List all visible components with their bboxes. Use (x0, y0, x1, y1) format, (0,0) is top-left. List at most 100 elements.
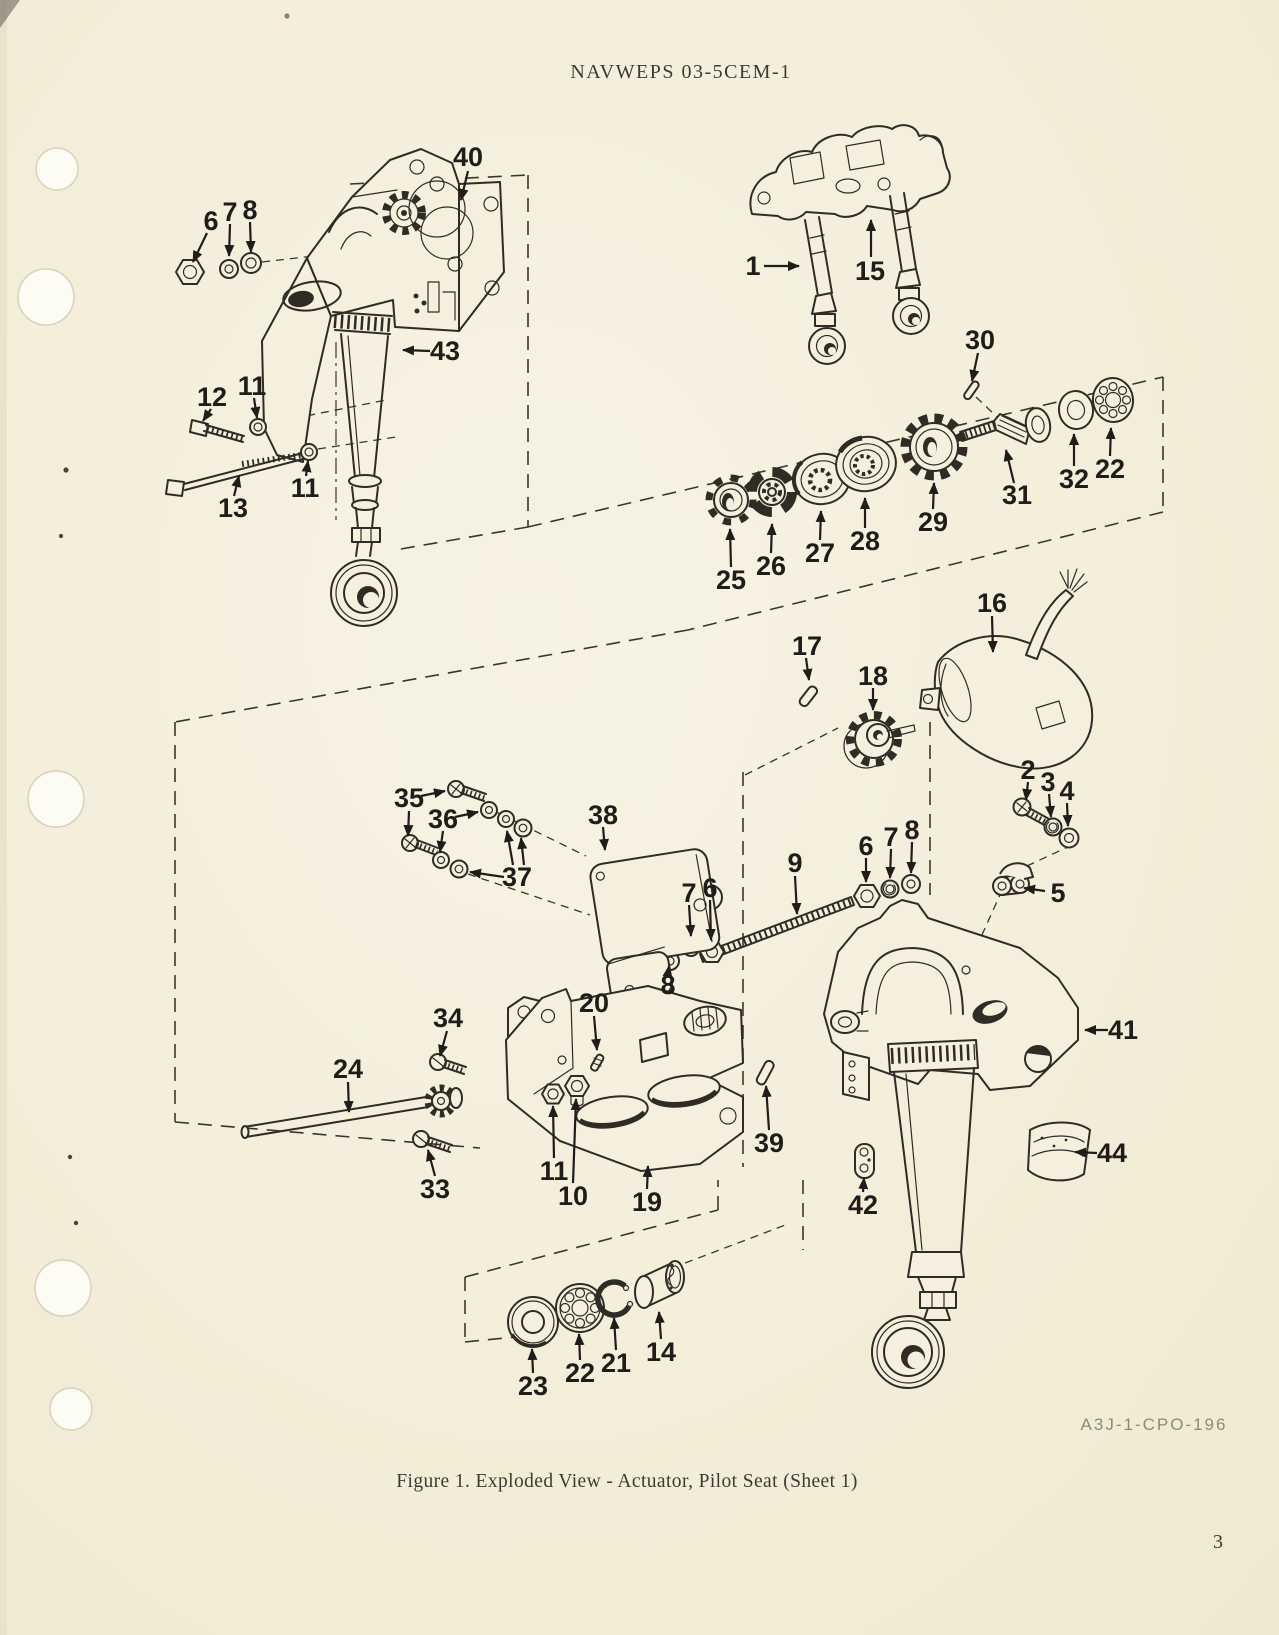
callout-leader-17 (802, 657, 813, 681)
callout-leader-21 (609, 1317, 620, 1351)
callout-leader-29 (928, 482, 939, 510)
callout-label-40: 40 (453, 142, 483, 172)
callout-label-7: 7 (681, 878, 696, 908)
corner-scan-mark (0, 0, 20, 28)
pin-17 (798, 685, 819, 708)
callout-label-6: 6 (858, 831, 873, 861)
callout-leader-39 (761, 1085, 772, 1131)
callout-label-5: 5 (1050, 878, 1065, 908)
callout-leader-33 (426, 1149, 437, 1177)
callout-leader-25 (725, 528, 736, 568)
callout-label-23: 23 (518, 1371, 548, 1401)
page-number: 3 (1213, 1531, 1223, 1553)
callout-label-32: 32 (1059, 464, 1089, 494)
callout-label-20: 20 (579, 988, 609, 1018)
callout-label-11: 11 (291, 473, 320, 503)
washer-23 (507, 1296, 559, 1348)
rod-end-eye (330, 559, 398, 627)
lower-actuator-assembly (823, 899, 1091, 1389)
callout-leader-6 (705, 899, 716, 941)
callout-label-30: 30 (965, 325, 995, 355)
callout-label-16: 16 (977, 588, 1007, 618)
doc-number-header: NAVWEPS 03-5CEM-1 (570, 61, 791, 83)
fitting-5 (992, 862, 1034, 896)
callout-label-22: 22 (565, 1358, 595, 1388)
callout-leader-23 (527, 1348, 538, 1374)
pin-39 (755, 1059, 775, 1086)
callout-label-11: 11 (238, 371, 267, 401)
callout-label-8: 8 (242, 195, 257, 225)
mounting-holes (409, 159, 500, 296)
trim-actuator-assembly (749, 124, 951, 365)
callout-label-1: 1 (745, 251, 760, 281)
washer-32 (1057, 390, 1095, 430)
callout-label-28: 28 (850, 526, 880, 556)
bearing-parts-group (507, 1260, 685, 1348)
callout-label-31: 31 (1002, 480, 1032, 510)
callout-label-6: 6 (702, 873, 717, 903)
mounting-bracket-assembly (240, 985, 775, 1172)
callout-label-3: 3 (1040, 767, 1055, 797)
callout-label-17: 17 (792, 631, 822, 661)
cylinder-lower (871, 1039, 979, 1389)
callout-leader-4 (1062, 802, 1073, 827)
callout-leader-42 (858, 1177, 869, 1193)
hardware-nut-washers (165, 252, 318, 497)
callout-leader-12 (202, 408, 214, 422)
callout-leader-20 (591, 1015, 602, 1051)
callout-leader-16 (987, 615, 998, 653)
nut-11-lower (541, 1083, 565, 1105)
callout-leader-19 (642, 1165, 653, 1190)
callout-label-33: 33 (420, 1174, 450, 1204)
callout-leader-40 (458, 170, 470, 201)
retainer-26 (747, 467, 797, 517)
callout-leader-8 (662, 965, 673, 978)
callout-leader-11 (250, 397, 261, 419)
sleeve-14 (634, 1260, 685, 1309)
callout-leader-44 (1074, 1147, 1098, 1158)
callout-label-34: 34 (433, 1003, 463, 1033)
callout-leader-22 (574, 1333, 585, 1361)
callout-leader-11 (301, 460, 312, 477)
callout-label-8: 8 (660, 970, 675, 1000)
drive-gear (382, 180, 474, 260)
callout-leader-22 (1105, 427, 1116, 457)
callout-leader-3 (1045, 793, 1056, 818)
callout-leader-14 (654, 1311, 665, 1340)
callout-label-22: 22 (1095, 454, 1125, 484)
screw-2-washers-3-4 (1012, 797, 1080, 849)
clutch-parts-chain (705, 377, 1135, 526)
callout-label-37: 37 (502, 862, 532, 892)
callout-label-42: 42 (848, 1190, 878, 1220)
adjust-rod-9 (699, 896, 855, 963)
callout-leader-7 (885, 848, 896, 879)
callout-leader-8 (245, 221, 256, 253)
callout-label-9: 9 (787, 848, 802, 878)
callout-label-4: 4 (1059, 776, 1074, 806)
callout-leader-24 (343, 1081, 354, 1113)
callout-label-44: 44 (1097, 1138, 1127, 1168)
callout-leader-27 (815, 510, 826, 541)
callout-leader-13 (231, 475, 242, 497)
rod-end-eye-lower (871, 1315, 945, 1389)
punch-hole (27, 770, 85, 828)
gear-29 (900, 413, 968, 481)
callout-label-13: 13 (218, 493, 248, 523)
splined-bolt-31 (959, 407, 1052, 445)
screw-35a (447, 780, 487, 802)
callout-label-6: 6 (203, 206, 218, 236)
callout-label-38: 38 (588, 800, 618, 830)
drawing-number: A3J-1-CPO-196 (1081, 1415, 1228, 1434)
wire-fray (1059, 568, 1088, 593)
punch-hole (17, 268, 75, 326)
screw-34 (429, 1053, 467, 1075)
figure-caption: Figure 1. Exploded View - Actuator, Pilo… (396, 1471, 857, 1492)
trim-rod-left (804, 216, 846, 365)
callout-leader-2 (1022, 781, 1033, 801)
callout-label-12: 12 (197, 382, 227, 412)
callout-leader-9 (791, 875, 802, 915)
callout-label-11: 11 (540, 1156, 569, 1186)
washers-36-37 (432, 801, 533, 879)
callout-label-2: 2 (1020, 755, 1035, 785)
